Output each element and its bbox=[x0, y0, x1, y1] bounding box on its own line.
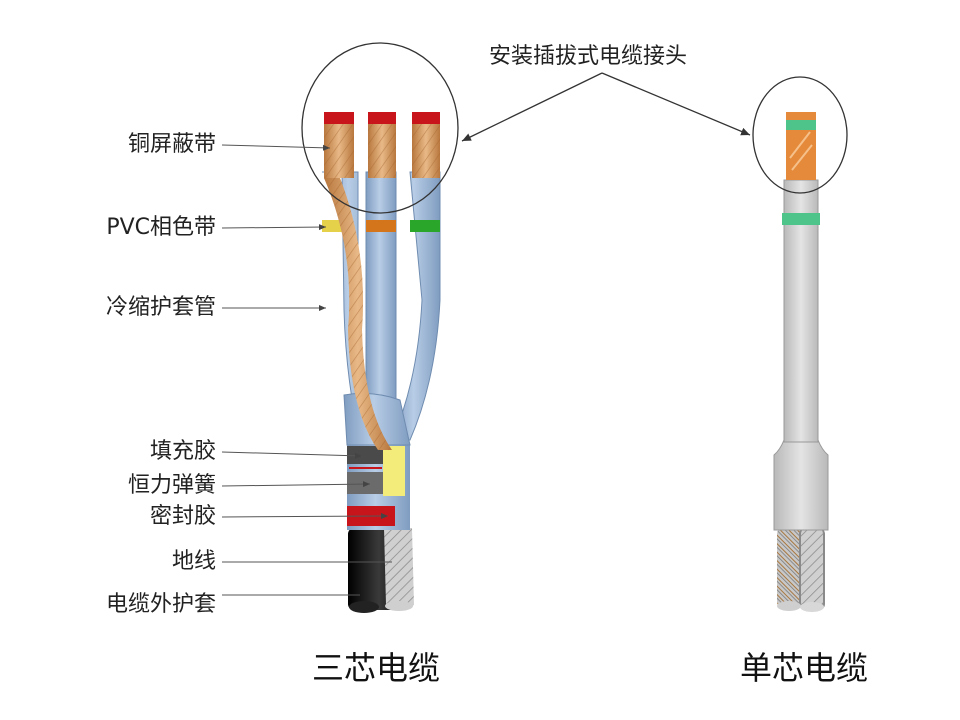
spring-band bbox=[347, 472, 383, 494]
label-sealant: 密封胶 bbox=[149, 504, 216, 529]
leader-lines bbox=[221, 144, 392, 596]
label-spring: 恒力弹簧 bbox=[127, 473, 216, 498]
phase-band-green bbox=[410, 220, 440, 232]
label-copper-shield: 铜屏蔽带 bbox=[127, 132, 216, 157]
three-core-cable bbox=[322, 112, 441, 613]
teal-band bbox=[782, 213, 820, 225]
callout-circle-single-core bbox=[752, 76, 848, 194]
callout-arrow-right bbox=[601, 72, 751, 136]
callout-arrow-left bbox=[461, 72, 603, 142]
phase-band-yellow bbox=[322, 220, 342, 232]
label-ground-wire: 地线 bbox=[171, 549, 216, 574]
caption-three-core: 三芯电缆 bbox=[312, 649, 441, 687]
callout-circle-three-core bbox=[301, 42, 459, 214]
single-body-lower bbox=[773, 439, 829, 531]
caption-single-core: 单芯电缆 bbox=[740, 649, 869, 687]
label-outer-sheath: 电缆外护套 bbox=[105, 592, 216, 617]
callout-label: 安装插拔式电缆接头 bbox=[489, 44, 688, 69]
single-core-cable bbox=[773, 112, 829, 612]
ground-wire bbox=[384, 528, 414, 610]
braid-end-left bbox=[777, 528, 801, 608]
label-cold-shrink-tube: 冷缩护套管 bbox=[105, 295, 216, 320]
phase-band-orange bbox=[366, 220, 396, 232]
label-filler: 填充胶 bbox=[149, 439, 216, 464]
filler-band bbox=[347, 446, 383, 464]
cold-shrink-tube-right bbox=[391, 171, 441, 441]
label-pvc-color-band: PVC相色带 bbox=[106, 215, 216, 240]
